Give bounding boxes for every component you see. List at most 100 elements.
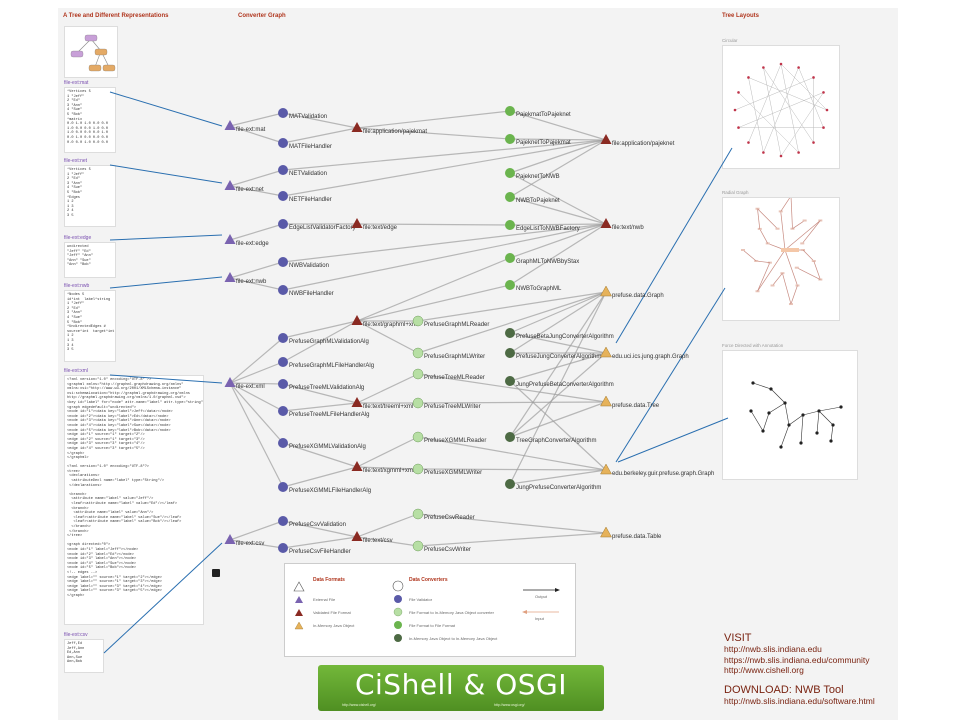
node-label: EdgeListValidatorFactory	[289, 225, 356, 231]
circular-node	[797, 66, 800, 69]
circular-edge	[748, 77, 764, 153]
node-triangle	[600, 218, 612, 228]
node-label: PrefuseTreeMLValidationAlg	[289, 385, 364, 391]
node-triangle	[351, 218, 363, 228]
graph-edge	[356, 257, 511, 322]
graph-node-m-jung: edu.uci.ics.jung.graph.Graph	[600, 346, 689, 360]
legend-item-validated: Validated File Format	[313, 610, 351, 615]
graph-edge	[229, 382, 284, 444]
force-edge	[750, 410, 764, 432]
graph-node-pajekmat-to-pajeknet: PajekmatToPajeknet	[505, 106, 571, 118]
graph-node-f-treeml: file:text/treeml+xml	[351, 397, 413, 410]
layout-title-circular: Circular	[722, 38, 738, 43]
banner-url-right[interactable]: http://www.osgi.org/	[494, 703, 525, 707]
node-label: file:text/xgmml+xml	[363, 468, 414, 474]
banner-url-left[interactable]: http://www.cishell.org/	[342, 703, 376, 707]
force-node	[817, 409, 821, 413]
graph-node-csv-fh: PrefuseCsvFileHandler	[278, 543, 351, 555]
force-edge	[816, 410, 820, 434]
visit-block: VISIT http://nwb.slis.indiana.edu https:…	[724, 632, 904, 706]
graph-node-px-val: PrefuseXGMMLValidationAlg	[278, 438, 366, 450]
node-circle	[505, 280, 515, 290]
node-label: file:text/graphml+xml	[363, 322, 418, 328]
circular-edge	[738, 92, 799, 153]
node-label: PrefuseXGMMLFileHandlerAlg	[289, 488, 371, 494]
node-circle	[278, 285, 288, 295]
download-link[interactable]: http://nwb.slis.indiana.edu/software.htm…	[724, 695, 875, 706]
node-circle	[278, 406, 288, 416]
graph-edge	[509, 172, 607, 225]
circular-node	[747, 141, 750, 144]
node-circle	[278, 438, 288, 448]
visit-link-nwb[interactable]: http://nwb.slis.indiana.edu	[724, 644, 822, 654]
force-node	[829, 439, 833, 443]
graph-edge	[229, 112, 284, 127]
format-box-net: *Vertices 5 1 "Jeff" 2 "Ed" 3 "Ann" 4 "S…	[64, 165, 116, 227]
node-circle	[505, 192, 515, 202]
node-triangle	[351, 315, 363, 325]
node-circle	[505, 106, 515, 116]
node-triangle	[600, 395, 612, 407]
graph-edge	[509, 223, 607, 259]
radial-edge	[759, 228, 769, 244]
force-edge	[818, 410, 834, 426]
circular-node	[825, 108, 829, 112]
force-node	[815, 431, 819, 435]
graph-node-net-val: NETValidation	[278, 165, 327, 177]
legend-item-mem2mem: In-Memory Java Object to In-Memory Java …	[409, 636, 498, 641]
connector-lines	[103, 91, 733, 654]
circular-edge	[763, 67, 814, 143]
legend-fmt2fmt-shape	[394, 621, 402, 629]
circular-edge	[780, 63, 828, 111]
legend-item-external: External File	[313, 597, 336, 602]
node-label: MATValidation	[289, 114, 327, 120]
graph-edge	[229, 382, 284, 385]
legend-converter-shape	[392, 580, 404, 592]
node-circle	[505, 348, 515, 358]
graph-edge	[282, 223, 607, 263]
node-label: file-ext:csv	[236, 541, 264, 547]
radial-edge	[796, 267, 821, 280]
circular-node	[779, 154, 783, 158]
layout-title-force: Force Directed with Annotation	[722, 343, 784, 348]
node-label: edu.uci.ics.jung.graph.Graph	[612, 354, 689, 360]
node-label: file-ext:mat	[236, 127, 266, 133]
graph-node-pt-reader: PrefuseTreeMLReader	[412, 368, 485, 381]
node-triangle	[224, 272, 236, 282]
graph-edge	[356, 513, 419, 538]
node-label: PrefuseGraphMLValidationAlg	[289, 339, 369, 345]
visit-link-community[interactable]: https://nwb.slis.indiana.edu/community	[724, 654, 870, 665]
node-circle	[412, 431, 424, 443]
node-circle	[278, 257, 288, 267]
graph-node-csv-val: PrefuseCsvValidation	[278, 516, 346, 528]
force-edge	[788, 414, 804, 426]
graph-node-m-berkeley: edu.berkeley.guir.prefuse.graph.Graph	[600, 463, 714, 477]
node-label: NWBValidation	[289, 263, 329, 269]
node-circle	[412, 508, 424, 520]
node-circle	[278, 108, 288, 118]
node-circle	[412, 347, 424, 359]
node-label: PrefuseTreeMLWriter	[424, 404, 481, 410]
graph-node-net-fh: NETFileHandler	[278, 191, 332, 203]
visit-link-cishell[interactable]: http://www.cishell.org	[724, 665, 804, 675]
cursor-icon	[212, 569, 220, 577]
graph-edges	[229, 110, 607, 549]
banner-title: CiShell & OSGI	[354, 668, 568, 701]
graph-edge	[282, 223, 607, 291]
node-label: PrefuseGraphMLWriter	[424, 354, 485, 360]
format-label-csv: file-ext:csv	[64, 632, 88, 638]
node-triangle	[600, 346, 612, 358]
graph-node-ext-csv: file-ext:csv	[224, 534, 264, 547]
legend-panel: Data Formats External File Validated Fil…	[284, 563, 576, 657]
node-triangle	[351, 461, 363, 471]
force-node	[783, 401, 787, 405]
graph-node-pg-reader: PrefuseGraphMLReader	[412, 315, 489, 328]
circular-node	[822, 126, 825, 129]
graph-node-nwb-val: NWBValidation	[278, 257, 329, 269]
graph-node-tgc: TreeGraphConverterAlgorithm	[505, 432, 596, 444]
node-circle	[278, 516, 288, 526]
graph-edge	[509, 332, 607, 354]
node-circle	[278, 191, 288, 201]
graph-nodes: file-ext:matfile-ext:netfile-ext:edgefil…	[224, 106, 714, 555]
layout-panel-radial	[722, 194, 840, 321]
